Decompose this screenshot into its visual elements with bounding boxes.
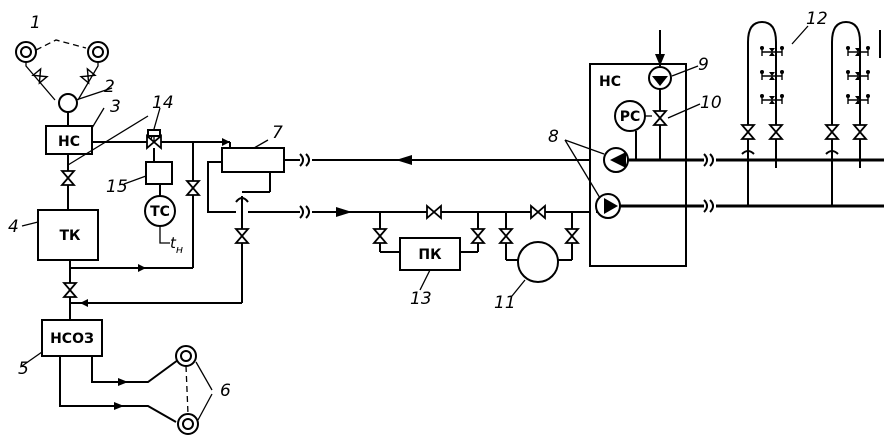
label-12: 12 <box>806 9 828 29</box>
network-pump-supply-icon <box>603 147 629 173</box>
peak-boiler-pk-label: ПК <box>418 247 442 263</box>
temperature-controller-tc-label: ТС <box>150 204 170 220</box>
tank-link-dashed <box>35 39 87 51</box>
pump-station-ns-right <box>589 63 687 267</box>
pk-inlet-valve-icon <box>373 228 387 244</box>
label-1: 1 <box>30 13 41 33</box>
bypass-valve-icon <box>186 180 200 196</box>
feed-pump-icon <box>58 93 78 113</box>
pk-bypass-valve-icon <box>426 205 442 219</box>
label-3: 3 <box>110 97 121 117</box>
consumer-building-2 <box>825 20 871 206</box>
storage-tank-right-icon <box>87 41 109 63</box>
pump-station-ns-right-label: НС <box>599 74 621 90</box>
valve-tk-to-nsoz-icon <box>63 282 77 298</box>
pipe-break-lower-left <box>299 205 310 219</box>
tank-tk <box>37 209 99 261</box>
label-14: 14 <box>152 93 174 113</box>
pipe-break-upper-right <box>703 153 714 167</box>
label-8: 8 <box>548 127 559 147</box>
pump-11-icon <box>517 241 559 283</box>
label-11: 11 <box>494 293 516 313</box>
outdoor-temp-symbol: tн <box>170 234 183 256</box>
pump-station-ns-left-label: НС <box>58 134 80 150</box>
label-10: 10 <box>700 93 722 113</box>
tank-valve-right-icon <box>80 68 96 84</box>
label-9: 9 <box>698 55 709 75</box>
tank-tk-label: ТК <box>60 228 82 244</box>
pump11-outlet-valve-icon <box>565 228 579 244</box>
label-4: 4 <box>8 217 19 237</box>
storage-tank-6-bottom-icon <box>177 413 199 435</box>
pump-station-nsoz-label: НСОЗ <box>50 331 94 347</box>
label-15: 15 <box>106 177 128 197</box>
label-7: 7 <box>272 123 283 143</box>
peak-boiler-pk <box>399 237 461 271</box>
pump-station-nsoz <box>41 319 103 357</box>
label-13: 13 <box>410 289 432 309</box>
storage-tank-left-icon <box>15 41 37 63</box>
label-6: 6 <box>220 381 231 401</box>
heater-7 <box>221 147 285 173</box>
pk-outlet-valve-icon <box>471 228 485 244</box>
return-valve-icon <box>235 228 249 244</box>
regulator-15 <box>145 161 173 185</box>
pressure-controller-pc-label: РС <box>620 109 641 125</box>
label-2: 2 <box>104 77 115 97</box>
label-5: 5 <box>18 359 29 379</box>
outdoor-temp-subscript: н <box>176 243 183 256</box>
tank-valve-left-icon <box>32 68 48 84</box>
outdoor-temp-base: t <box>170 234 177 252</box>
storage-tanks-group <box>15 39 109 113</box>
valve-ns-to-tk-icon <box>61 170 75 186</box>
pipe-break-upper-left <box>299 153 310 167</box>
pump11-bypass-valve-icon <box>530 205 546 219</box>
pump11-inlet-valve-icon <box>499 228 513 244</box>
pipe-break-lower-right <box>703 199 714 213</box>
consumer-building-1 <box>741 20 785 206</box>
storage-tank-6-top-icon <box>175 345 197 367</box>
